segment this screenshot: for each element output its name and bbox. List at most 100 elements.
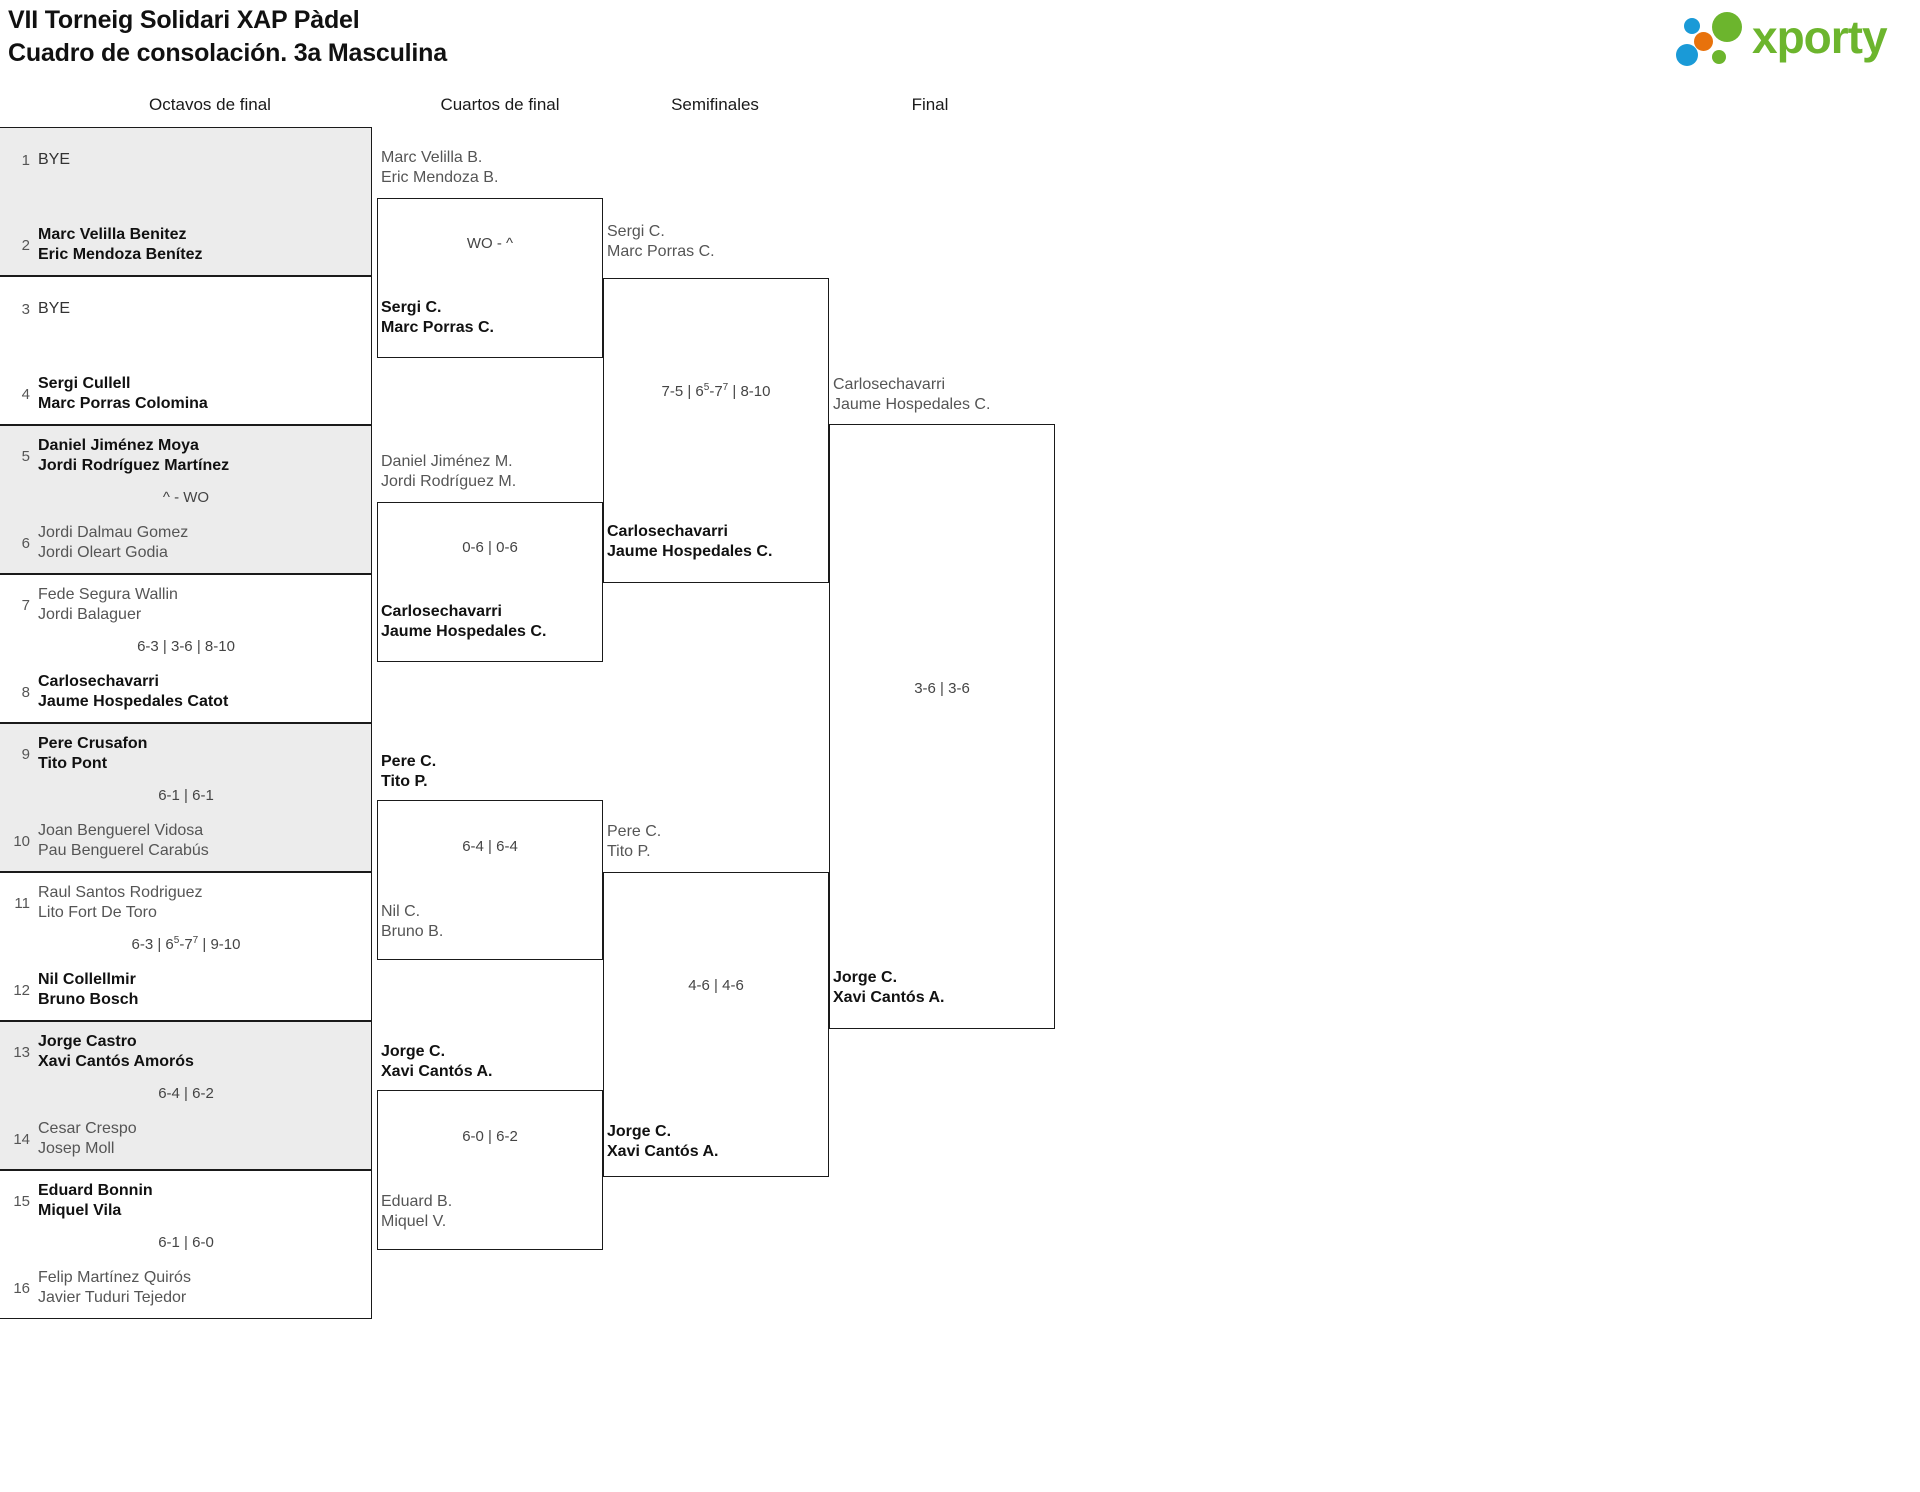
competitor-name-1: Nil Collellmir: [38, 971, 136, 988]
r1-match-block: [0, 872, 372, 1021]
competitor-name-1: Jorge C.: [607, 1123, 672, 1140]
r1-match-block: [0, 1170, 372, 1319]
advancing-name-bottom[interactable]: Jorge C.Xavi Cantós A.: [833, 968, 944, 1008]
competitor-names: Marc Velilla B.Eric Mendoza B.: [381, 148, 498, 188]
match-score: 4-6 | 4-6: [688, 977, 744, 994]
competitor-name-1: Sergi C.: [381, 299, 442, 316]
competitor-name-2: Jordi Balaguer: [38, 606, 142, 623]
competitor-name-1: Daniel Jiménez M.: [381, 453, 513, 470]
seed-number: 6: [21, 534, 30, 552]
competitor-name-2: Marc Porras Colomina: [38, 395, 208, 412]
match-score: WO - ^: [466, 235, 514, 252]
seed-number: 9: [21, 745, 30, 763]
advancing-name-top[interactable]: Sergi C. Marc Porras C.: [607, 222, 715, 262]
competitor-name-1: BYE: [38, 151, 71, 168]
advancing-name-bottom[interactable]: Sergi C. Marc Porras C.: [381, 298, 494, 338]
logo-dot-blue-small: [1684, 18, 1700, 34]
competitor-name-1: Pere C.: [607, 823, 662, 840]
r1-slot-top[interactable]: 3 BYE: [0, 288, 372, 330]
competitor-name-1: BYE: [38, 300, 71, 317]
competitor-name-1: Jorge Castro: [38, 1033, 137, 1050]
match-score: 6-0 | 6-2: [462, 1128, 518, 1145]
seed-number: 10: [13, 832, 30, 850]
match-score: 3-6 | 3-6: [914, 680, 970, 697]
competitor-name-2: Marc Porras C.: [381, 319, 494, 336]
advancing-name-top[interactable]: Pere C.Tito P.: [607, 822, 661, 862]
competitor-name-2: Lito Fort De Toro: [38, 904, 157, 921]
competitor-name-2: Jordi Rodríguez M.: [381, 473, 517, 490]
seed-number: 12: [13, 981, 30, 999]
competitor-name-2: Marc Porras C.: [607, 243, 715, 260]
advancing-name-bottom[interactable]: Jorge C. Xavi Cantós A.: [607, 1122, 718, 1162]
advancing-name-top[interactable]: Jorge C.Xavi Cantós A.: [381, 1042, 492, 1082]
competitor-name-2: Jaume Hospedales C.: [607, 543, 773, 560]
match-score: 6-1 | 6-0: [158, 1233, 214, 1251]
competitor-name-2: Pau Benguerel Carabús: [38, 842, 209, 859]
competitor-name-1: Daniel Jiménez Moya: [38, 437, 199, 454]
competitor-name-1: Carlosechavarri: [833, 376, 946, 393]
competitor-name-1: Carlosechavarri: [381, 603, 502, 620]
advancing-name-top[interactable]: Daniel Jiménez M. Jordi Rodríguez M.: [381, 452, 516, 492]
logo-dot-green-large: [1712, 12, 1742, 42]
competitor-names: Pere C.Tito P.: [381, 752, 436, 792]
advancing-name-bottom[interactable]: Eduard B.Miquel V.: [381, 1192, 452, 1232]
competitor-name-1: Raul Santos Rodriguez: [38, 884, 203, 901]
seed-number: 3: [21, 300, 30, 318]
logo-dot-green-small: [1712, 50, 1726, 64]
competitor-name-2: Xavi Cantós Amorós: [38, 1053, 194, 1070]
competitor-name-2: Josep Moll: [38, 1140, 115, 1157]
seed-number: 2: [21, 236, 30, 254]
page-header: VII Torneig Solidari XAP Pàdel Cuadro de…: [8, 4, 447, 70]
competitor-names: BYE: [38, 299, 70, 319]
match-box-quarterfinals: [377, 198, 603, 358]
match-score: 0-6 | 0-6: [462, 539, 518, 556]
r1-match-block: [0, 723, 372, 872]
r1-slot-top[interactable]: 1 BYE: [0, 139, 372, 181]
r1-match-block: [0, 574, 372, 723]
xporty-logo: xporty: [1668, 8, 1898, 70]
seed-number: 5: [21, 447, 30, 465]
match-score: ^ - WO: [162, 488, 210, 506]
match-box-semifinals: [603, 872, 829, 1177]
competitor-name-1: Pere Crusafon: [38, 735, 148, 752]
competitor-names: Sergi C. Marc Porras C.: [381, 298, 494, 338]
competitor-name-1: Marc Velilla B.: [381, 149, 483, 166]
competitor-name-2: Jordi Oleart Godia: [38, 544, 168, 561]
competitor-name-1: Sergi C.: [607, 223, 665, 240]
advancing-name-top[interactable]: Marc Velilla B.Eric Mendoza B.: [381, 148, 498, 188]
competitor-name-2: Jordi Rodríguez Martínez: [38, 457, 230, 474]
advancing-name-bottom[interactable]: Nil C.Bruno B.: [381, 902, 443, 942]
advancing-name-top[interactable]: Pere C.Tito P.: [381, 752, 436, 792]
competitor-name-1: Joan Benguerel Vidosa: [38, 822, 204, 839]
competitor-name-2: Xavi Cantós A.: [607, 1143, 719, 1160]
seed-number: 1: [21, 151, 30, 169]
tournament-title: VII Torneig Solidari XAP Pàdel: [8, 6, 360, 34]
competitor-name-1: Jordi Dalmau Gomez: [38, 524, 189, 541]
seed-number: 8: [21, 683, 30, 701]
round-header-cuartos: Cuartos de final: [440, 95, 560, 114]
match-score: 6-3 | 65-77 | 9-10: [131, 934, 241, 953]
